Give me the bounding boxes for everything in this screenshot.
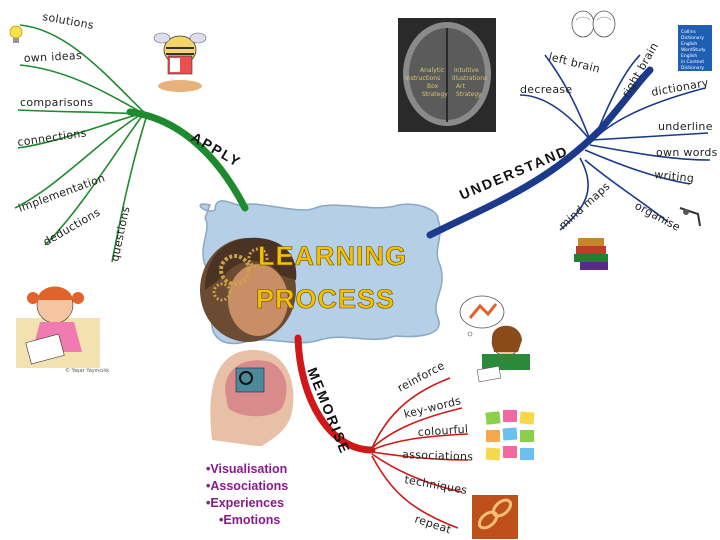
dictionary-line1: Collins [681,29,696,35]
dictionary-line2: Dictionary [681,35,704,41]
brain-right-line3: Art [456,83,466,90]
memorise-sub-techniques: techniques [403,473,468,497]
memory-list: •Visualisation •Associations •Experience… [206,462,288,527]
caption: © Yaşar Yayıncılık [65,367,109,374]
apply-sub-connections: connections [17,126,88,149]
brain-left-line2: Instructions [405,75,440,82]
memory-item-experiences: •Experiences [206,496,284,510]
sticky-notes-icon [485,410,535,461]
dictionary-icon: Collins Dictionary English WordStudy Eng… [678,25,712,71]
dictionary-line6: in Context [681,59,704,65]
head-gears-icon [200,237,297,342]
books-stack-icon [574,238,608,270]
central-node: LEARNING PROCESS [199,200,443,345]
memory-item-associations: •Associations [206,479,288,493]
chain-icon [472,495,518,539]
apply-sub-deductions: deductions [41,206,103,249]
memorise-branch: MEMORISE reinforce key-words colourful a… [294,334,474,537]
brain-right-line2: Illustrations [452,75,487,82]
dictionary-line3: English [681,41,697,47]
memorise-sub-associations: associations [402,448,474,463]
understand-sub-organise: organise [633,199,683,234]
apply-sub-solutions: solutions [41,10,94,32]
dictionary-line5: English [681,53,697,59]
brain-head-icon [210,349,294,446]
apply-sub-questions: questions [108,205,132,262]
apply-sub-own-ideas: own ideas [23,49,82,65]
understand-sub-underline: underline [658,120,713,133]
understand-sub-mind-maps: mind maps [556,180,612,233]
understand-sub-left-brain: left brain [547,50,601,75]
bee-reading-icon [153,32,207,92]
brain-left-line1: Analytic [420,67,444,74]
dictionary-line7: Dictionary [681,65,704,71]
center-title-line2: PROCESS [256,284,395,314]
memorise-sub-repeat: repeat [413,512,453,536]
girl-thinking-icon [459,295,530,383]
memorise-sub-colourful: colourful [417,422,468,439]
understand-sub-own-words: own words [656,146,718,159]
brain-left-line3: Box [427,83,439,90]
compass-icon [679,207,701,227]
dictionary-line4: WordStudy [681,47,706,53]
memorise-label: MEMORISE [304,365,353,457]
brain-right-line4: Strategy [456,91,482,98]
center-title-line1: LEARNING [258,241,407,271]
understand-sub-writing: writing [654,168,695,185]
memory-item-emotions: •Emotions [219,513,280,527]
memorise-sub-reinforce: reinforce [395,359,447,395]
apply-sub-comparisons: comparisons [20,96,93,109]
brain-left-line4: Strategy [422,91,448,98]
mirror-brains-icon [571,10,616,38]
brain-right-line1: Intuitive [454,67,479,74]
lightbulb-icon [9,25,23,43]
understand-sub-decrease: decrease [520,83,573,96]
memory-item-visualisation: •Visualisation [206,462,287,476]
brain-scan-image: Analytic Instructions Box Strategy Intui… [398,18,496,132]
girl-writing-icon: © Yaşar Yayıncılık [16,286,109,374]
